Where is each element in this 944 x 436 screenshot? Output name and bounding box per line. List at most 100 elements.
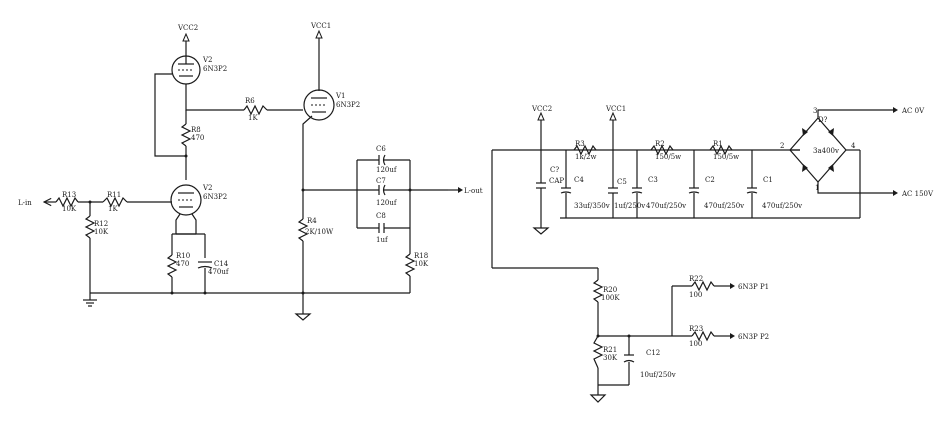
resistor-r23: R23 100: [672, 325, 730, 348]
r18-value: 10K: [414, 260, 429, 268]
output-port-p2: 6N3P P2: [730, 333, 769, 341]
v1-type: 6N3P2: [336, 101, 360, 109]
capacitor-c2: C2 470uf/250v: [688, 150, 744, 218]
r1-ref: R1: [713, 140, 723, 148]
resistor-r10: R10 470: [166, 252, 190, 293]
rectifier-pin4: 4: [851, 142, 856, 150]
power-supply-section: VCC2 VCC1 C? CAP R3 1k/2w R2: [491, 105, 934, 403]
psu-vcc1-label: VCC1: [605, 105, 626, 113]
r23-value: 100: [689, 340, 702, 348]
r2-ref: R2: [655, 140, 665, 148]
resistor-r20: R20 100K: [592, 268, 620, 338]
r8-ref: R8: [191, 126, 201, 134]
resistor-r8: R8 470: [180, 110, 204, 180]
resistor-r6: R6 1K: [243, 97, 303, 122]
c-question-ref: C?: [550, 166, 559, 174]
r23-ref: R23: [689, 325, 703, 333]
v2-top-ref: V2: [202, 56, 213, 64]
c6-value: 120uf: [376, 166, 398, 174]
capacitor-c14: C14 470uf: [197, 260, 230, 293]
r22-ref: R22: [689, 275, 703, 283]
capacitor-c12: C12 10uf/250v: [623, 349, 676, 385]
rectifier-part: 3a400v: [813, 147, 839, 155]
c-question-value: CAP: [549, 177, 564, 185]
v2-bottom-ref: V2: [202, 184, 213, 192]
c12-value: 10uf/250v: [640, 371, 676, 379]
capacitor-c1: C1 470uf/250v: [746, 150, 802, 218]
capacitor-c7: C7 120uf: [357, 177, 448, 207]
c14-value: 470uf: [208, 268, 230, 276]
out-p2-label: 6N3P P2: [738, 333, 769, 341]
c3-ref: C3: [648, 176, 658, 184]
r6-value: 1K: [248, 114, 258, 122]
tube-v2-bottom: V2 6N3P2: [170, 184, 227, 216]
r6-ref: R6: [245, 97, 255, 105]
r8-value: 470: [191, 134, 204, 142]
c1-ref: C1: [763, 176, 773, 184]
resistor-r4: R4 2K/10W: [297, 217, 334, 314]
c6-ref: C6: [376, 145, 386, 153]
v1-cathode-wire: [302, 115, 313, 219]
input-port-l-in: L-in: [18, 199, 56, 207]
resistor-r3: R3 1k/2w: [573, 140, 597, 161]
r18-ref: R18: [414, 252, 428, 260]
r4-value: 2K/10W: [305, 228, 334, 236]
capacitor-c3: C3 470uf/250v: [631, 150, 686, 218]
l-in-label: L-in: [18, 199, 32, 207]
tube-v1: V1 6N3P2: [303, 89, 360, 121]
c2-ref: C2: [705, 176, 715, 184]
resistor-r1: R1 150/5w: [709, 140, 739, 161]
r22-value: 100: [689, 291, 702, 299]
r12-ref: R12: [94, 220, 108, 228]
rectifier-ref: D?: [818, 116, 828, 124]
v1-ref: V1: [335, 92, 346, 100]
ac-0v-port: AC 0V: [893, 107, 925, 115]
capacitor-c-question: C? CAP: [536, 150, 564, 228]
r13-ref: R13: [62, 191, 76, 199]
r13-value: 10K: [62, 205, 77, 213]
c5-ref: C5: [617, 178, 627, 186]
c14-ref: C14: [214, 260, 229, 268]
c7-value: 120uf: [376, 199, 398, 207]
resistor-r18: R18 10K: [404, 252, 429, 293]
psu-vcc2-symbol: VCC2: [531, 105, 552, 150]
c8-ref: C8: [376, 212, 386, 220]
r3-ref: R3: [575, 140, 585, 148]
l-out-label: L-out: [464, 187, 483, 195]
r4-ref: R4: [307, 217, 317, 225]
r21-ref: R21: [603, 346, 617, 354]
c5-value: 1uf/250v: [614, 202, 645, 210]
r12-value: 10K: [94, 228, 109, 236]
resistor-r2: R2 150/5w: [650, 140, 681, 161]
r11-ref: R11: [107, 191, 121, 199]
r3-value: 1k/2w: [575, 153, 597, 161]
vcc1-supply-symbol: VCC1: [310, 22, 331, 91]
rectifier-pin3: 3: [813, 107, 817, 115]
output-port-l-out: L-out: [448, 187, 483, 195]
ground-symbol-psu: [532, 227, 550, 235]
top-tube-grid-loop: [154, 73, 186, 157]
r1-value: 150/5w: [713, 153, 739, 161]
resistor-r11: R11 1K: [102, 191, 172, 213]
vcc1-label: VCC1: [310, 22, 331, 30]
vcc2-supply-symbol: VCC2: [177, 24, 198, 56]
resistor-r12: R12 10K: [84, 202, 109, 293]
top-tube-cathode-wire: [185, 84, 244, 111]
ac150v-label: AC 150V: [901, 190, 934, 198]
out-p1-label: 6N3P P1: [738, 283, 769, 291]
capacitor-c6: C6 120uf: [357, 145, 410, 174]
rectifier-pin1: 1: [815, 184, 819, 192]
c4-ref: C4: [574, 176, 584, 184]
r20-value: 100K: [601, 294, 620, 302]
output-port-p1: 6N3P P1: [730, 283, 769, 291]
ground-symbol-v1: [294, 313, 312, 321]
r20-ref: R20: [603, 286, 617, 294]
c3-value: 470uf/250v: [646, 202, 686, 210]
c12-ref: C12: [646, 349, 660, 357]
resistor-r22: R22 100: [672, 275, 730, 299]
c7-ref: C7: [376, 177, 386, 185]
c4-value: 33uf/350v: [574, 202, 610, 210]
r21-value: 30K: [603, 354, 618, 362]
r10-value: 470: [176, 260, 189, 268]
